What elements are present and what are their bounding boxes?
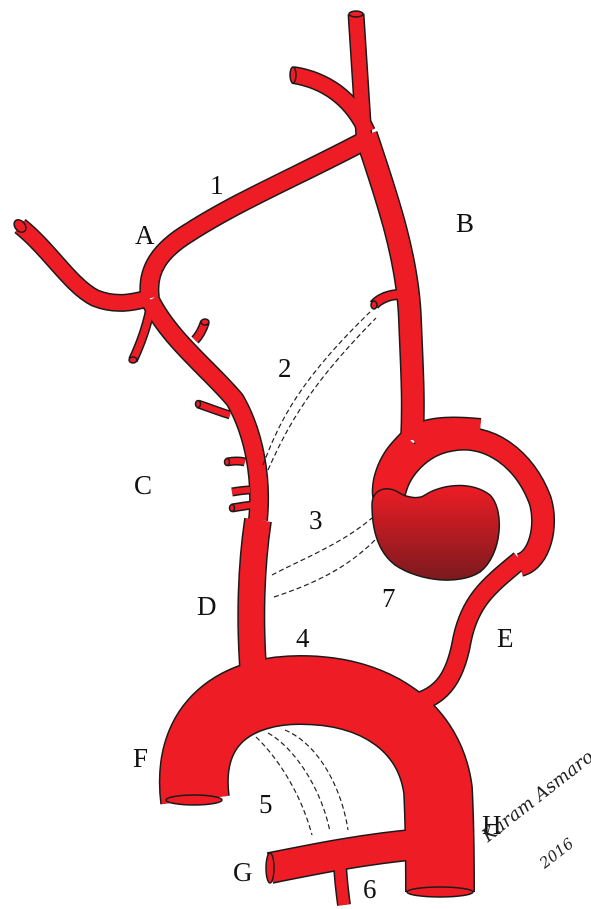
label-1: 1 xyxy=(210,172,224,199)
label-E: E xyxy=(497,625,514,652)
label-5: 5 xyxy=(259,791,273,818)
label-C: C xyxy=(134,472,152,499)
label-6: 6 xyxy=(363,876,377,903)
label-G: G xyxy=(233,859,253,886)
label-4: 4 xyxy=(296,625,310,652)
label-A: A xyxy=(135,222,155,249)
label-2: 2 xyxy=(278,355,292,382)
label-7: 7 xyxy=(382,585,396,612)
label-B: B xyxy=(456,210,474,237)
label-3: 3 xyxy=(309,507,323,534)
label-D: D xyxy=(197,593,217,620)
aneurysm-7 xyxy=(372,486,499,581)
label-F: F xyxy=(133,745,148,772)
